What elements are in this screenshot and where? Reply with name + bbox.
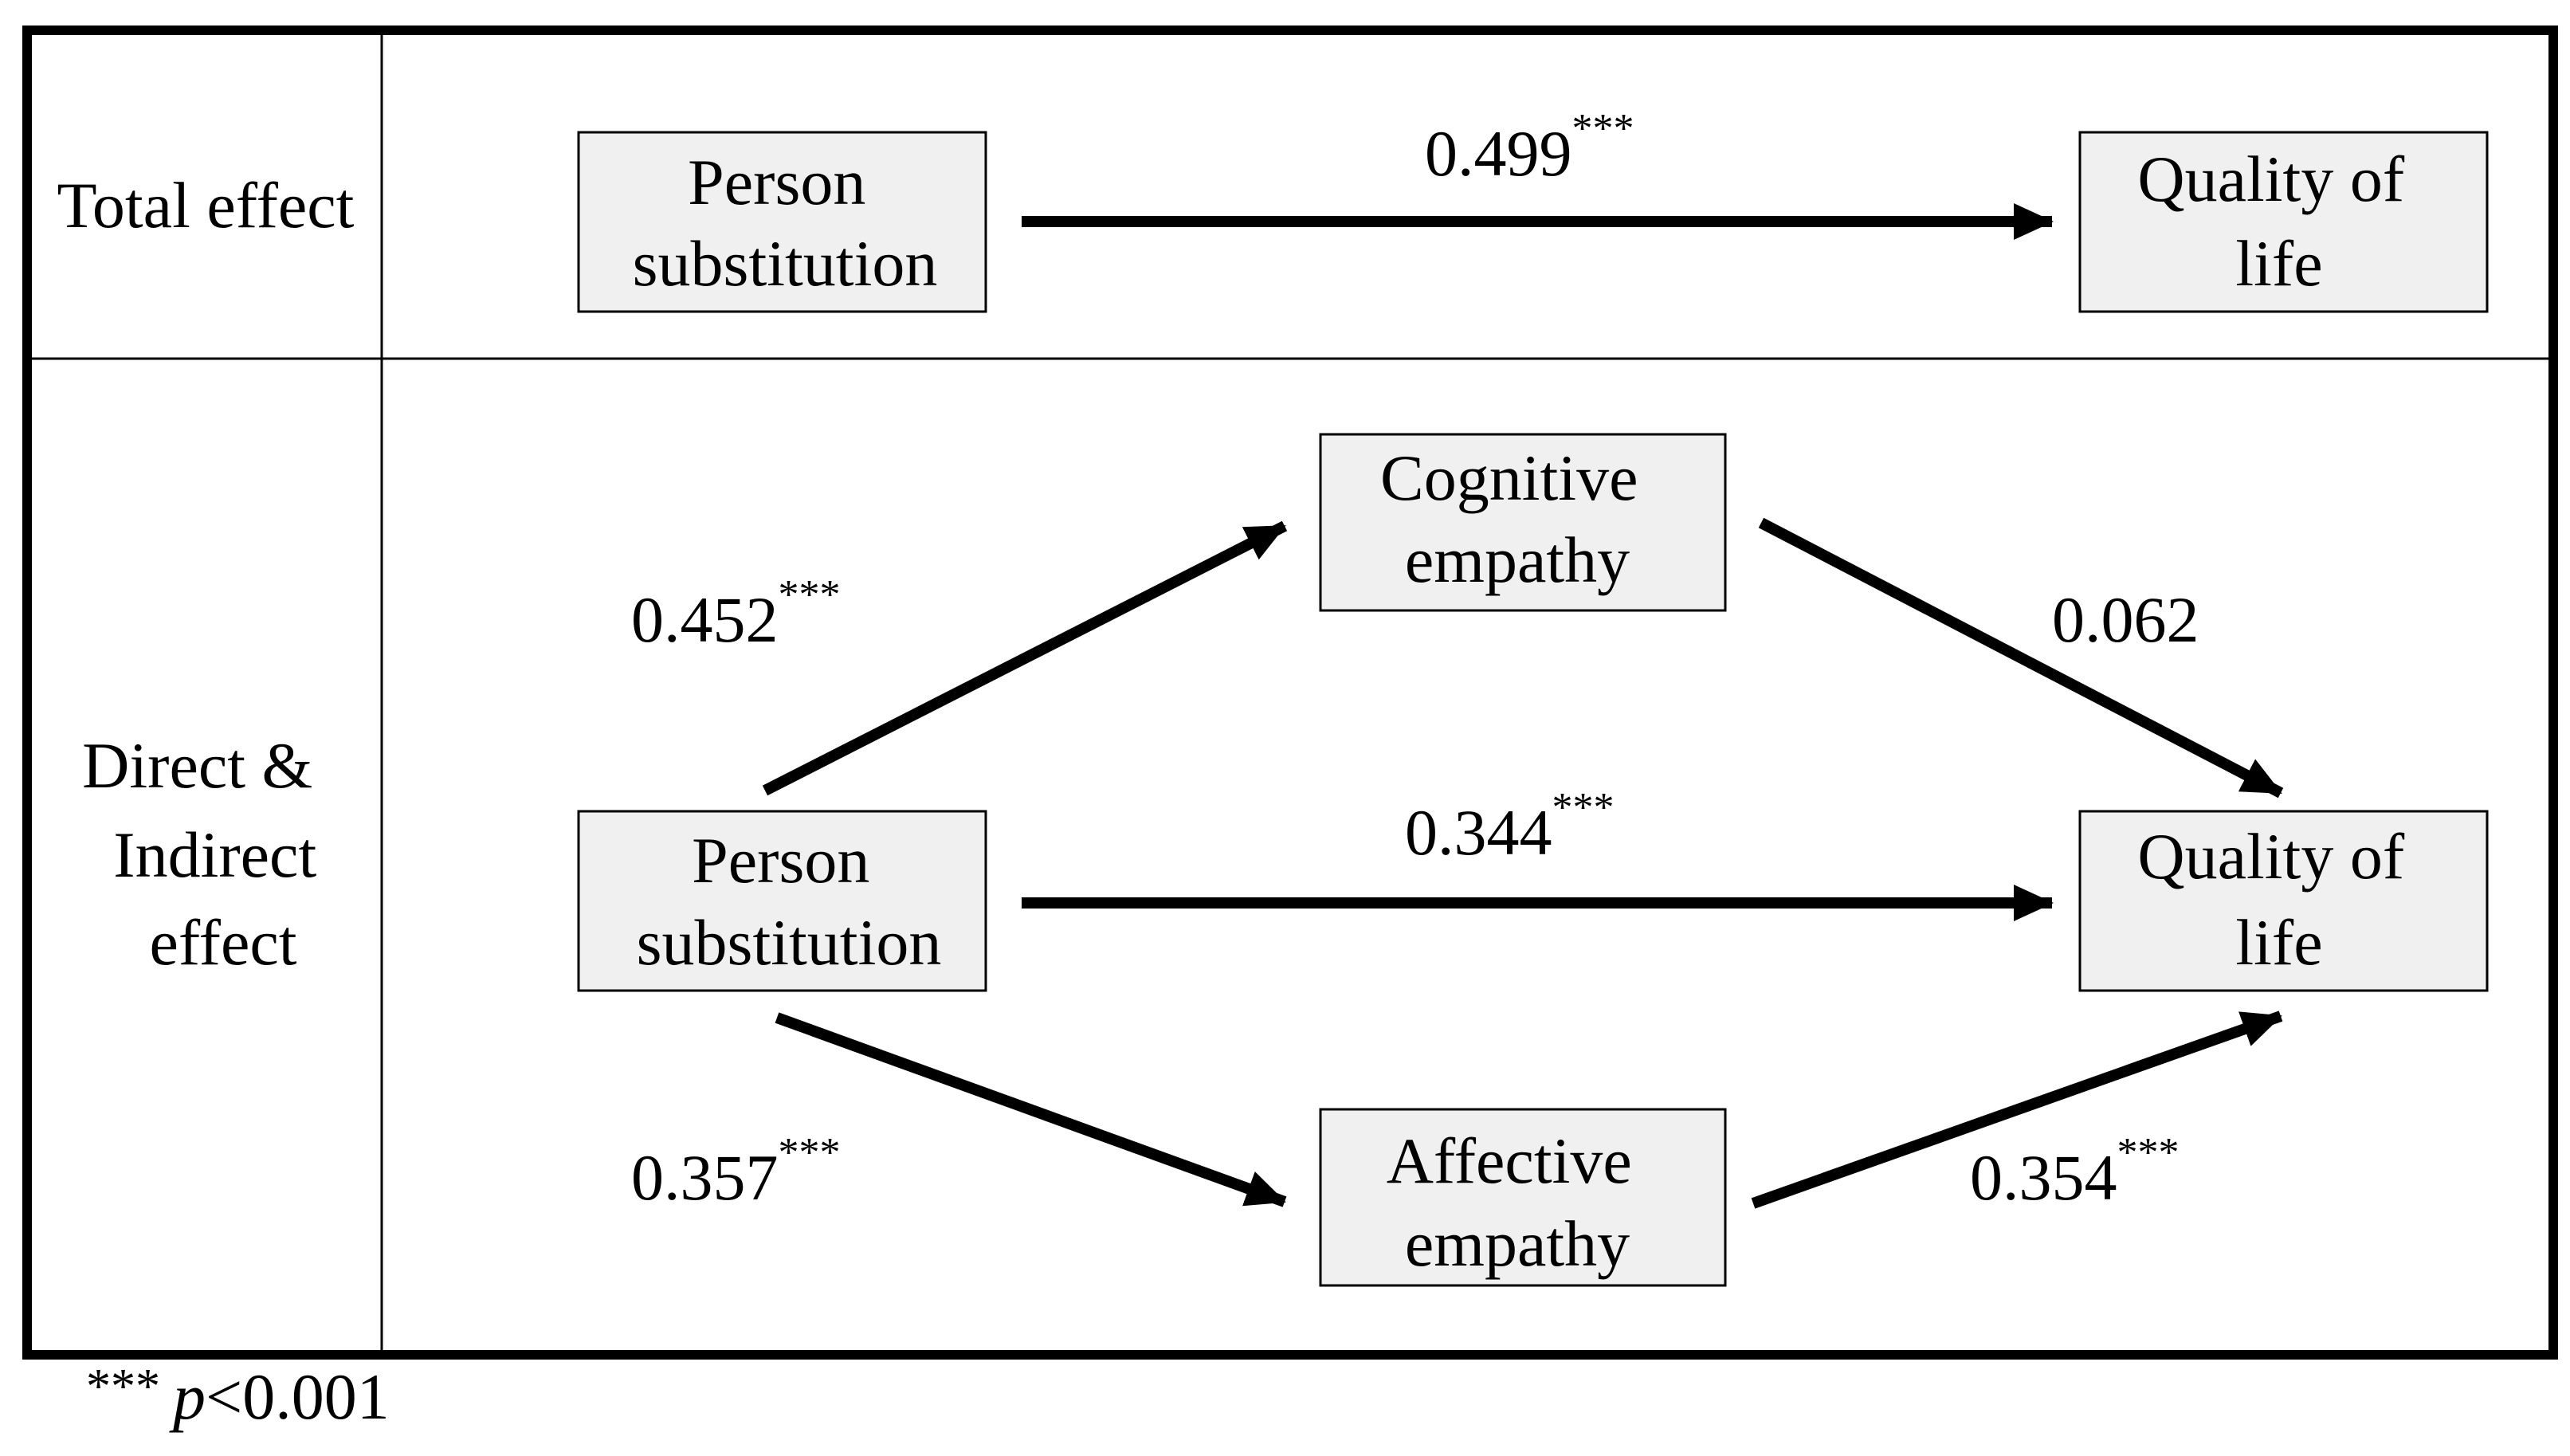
row-label-direct-indirect: Direct & Indirect effect — [82, 729, 333, 979]
coef-total-effect: 0.499*** — [1425, 106, 1634, 190]
coef-affective-to-qol: 0.354*** — [1970, 1130, 2180, 1214]
arrow-ps-to-affective — [775, 1012, 1287, 1207]
coef-ps-to-qol: 0.344*** — [1405, 785, 1615, 869]
svg-text:Quality of life: Quality of life — [2137, 820, 2420, 979]
svg-text:Cognitive empathy: Cognitive empathy — [1380, 442, 1654, 596]
coef-cognitive-to-qol: 0.062 — [2052, 583, 2199, 656]
coef-ps-to-cognitive: 0.452*** — [631, 572, 841, 656]
arrow-ps-to-cognitive — [762, 520, 1288, 796]
node-total-quality-of-life: Quality of life — [2078, 131, 2489, 313]
outer-frame — [22, 26, 2558, 1360]
svg-text:Affective empathy: Affective empathy — [1387, 1124, 1649, 1280]
row-label-total-effect: Total effect — [57, 169, 355, 241]
arrow-cognitive-to-qol — [1758, 517, 2284, 799]
node-person-substitution: Person substitution — [577, 810, 987, 992]
coef-ps-to-affective: 0.357*** — [631, 1130, 841, 1214]
svg-text:Person substitution: Person substitution — [633, 146, 938, 300]
node-cognitive-empathy: Cognitive empathy — [1319, 433, 1727, 612]
footnote: ***p<0.001 — [86, 1360, 390, 1433]
arrow-affective-to-qol — [1751, 1011, 2283, 1209]
node-total-person-substitution: Person substitution — [577, 131, 987, 313]
svg-text:Person substitution: Person substitution — [637, 824, 942, 979]
node-quality-of-life: Quality of life — [2078, 810, 2489, 992]
svg-text:Quality of life: Quality of life — [2137, 143, 2420, 300]
node-affective-empathy: Affective empathy — [1319, 1108, 1727, 1287]
